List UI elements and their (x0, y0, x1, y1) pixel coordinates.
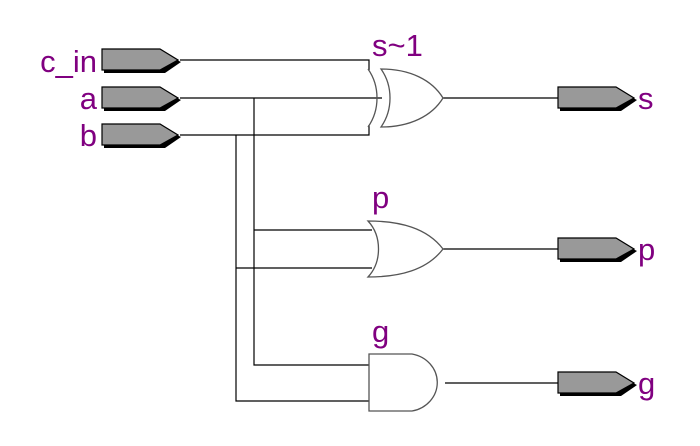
labels: c_in a b s~1 p g s p g (40, 28, 655, 401)
wires (180, 59, 558, 402)
output-port-s[interactable] (557, 86, 637, 111)
input-label-b: b (80, 118, 97, 153)
input-port-a[interactable] (101, 86, 181, 111)
xor-gate-body (379, 68, 444, 128)
and-gate-g (368, 353, 438, 412)
gate-label-p: p (372, 180, 389, 215)
wire-a-branch (253, 98, 372, 366)
wire-b-to-xor (180, 125, 370, 136)
output-label-s: s (638, 81, 654, 116)
output-label-p: p (638, 232, 655, 267)
output-port-p[interactable] (557, 237, 637, 262)
input-label-a: a (80, 81, 98, 116)
output-port-g[interactable] (557, 371, 637, 396)
xor-gate-extra-curve (367, 68, 378, 128)
wire-b-branch (235, 135, 372, 402)
wire-c_in-to-xor (180, 59, 370, 70)
or-gate-body (366, 220, 444, 278)
input-port-b[interactable] (101, 123, 181, 148)
input-port-c_in[interactable] (101, 48, 181, 73)
output-label-g: g (638, 366, 655, 401)
gate-label-s1: s~1 (372, 28, 423, 63)
and-gate-body (368, 353, 438, 412)
gate-label-g: g (372, 314, 389, 349)
or-gate-p (366, 220, 444, 278)
xor-gate-s1 (367, 68, 444, 128)
input-label-c_in: c_in (40, 44, 97, 79)
